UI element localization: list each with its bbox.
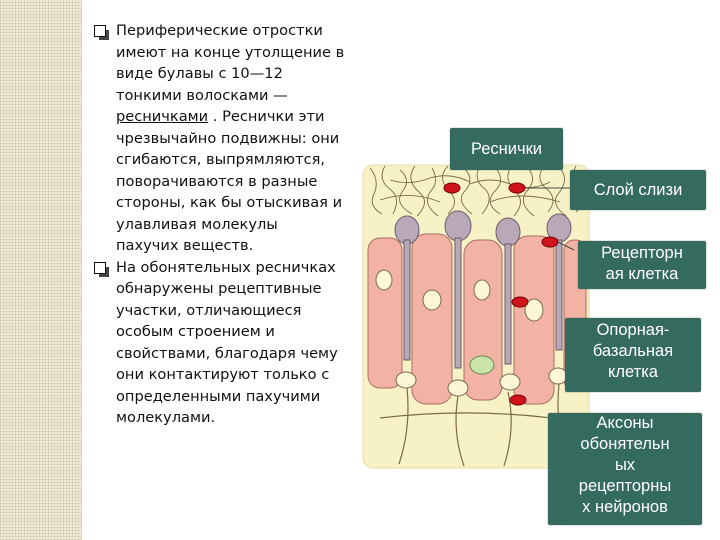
label-cilia: Реснички [450, 128, 563, 170]
label-text: рецепторны [578, 477, 672, 495]
text-line: молекулами. [116, 409, 216, 426]
cell-nuclei [375, 269, 568, 397]
label-text: ых [614, 456, 636, 474]
pointer-lines [525, 187, 575, 251]
label-basal-cell: Опорная- базальная клетка [565, 318, 701, 392]
label-receptor-cell: Рецепторн ая клетка [578, 241, 706, 289]
olfactory-epithelium-diagram [362, 164, 590, 469]
label-axons: Аксоны обонятельн ых рецепторны х нейрон… [548, 413, 702, 525]
text-line: ресничками . Реснички эти [116, 106, 360, 128]
text-fragment: . Реснички эти [208, 108, 325, 125]
checkbox-bullet-icon [94, 25, 109, 40]
label-text: клетка [608, 363, 658, 381]
text-line: обнаружены рецептивные [116, 280, 322, 297]
receptor-neurons [394, 210, 572, 369]
label-text: Аксоны [596, 414, 654, 432]
text-line: они контактируют только с [116, 366, 330, 383]
slide-text: Периферические отростки имеют на конце у… [92, 20, 360, 429]
text-line: имеют на конце утолщение в [116, 43, 345, 61]
underlined-term: ресничками [116, 108, 209, 125]
text-line: Периферические отростки [116, 22, 323, 39]
label-text: Слой слизи [593, 181, 683, 199]
bullet-item-1: Периферические отростки имеют на конце у… [92, 20, 360, 257]
label-text: ая клетка [605, 265, 679, 283]
label-text: обонятельн [580, 435, 670, 453]
label-text: Реснички [470, 140, 543, 158]
text-line: улавливая молекулы [116, 215, 278, 233]
label-text: базальная [592, 342, 674, 360]
label-mucus-layer: Слой слизи [570, 170, 706, 210]
bullet-item-2: На обонятельных ресничках обнаружены рец… [92, 257, 360, 429]
text-line: сгибаются, выпрямляются, [116, 151, 326, 168]
text-line: поворачиваются в разные [116, 172, 318, 190]
label-text: х нейронов [582, 498, 668, 516]
checkbox-bullet-icon [94, 261, 109, 277]
text-line: стороны, как бы отыскивая и [116, 194, 343, 211]
text-line: свойствами, благодаря чему [116, 344, 338, 362]
text-line: На обонятельных ресничках [116, 258, 336, 276]
text-line: чрезвычайно подвижны: они [116, 129, 340, 147]
label-text: Рецепторн [601, 244, 683, 262]
text-line: участки, отличающиеся [116, 301, 302, 319]
text-line: тонкими волосками — [116, 86, 288, 104]
text-line: особым строением и [116, 323, 275, 340]
basal-cell [469, 355, 495, 375]
text-line: виде булавы с 10—12 [116, 65, 283, 82]
label-text: Опорная- [596, 321, 670, 339]
decorative-stripe [0, 0, 82, 540]
text-line: пахучих веществ. [116, 237, 254, 254]
text-line: определенными пахучими [116, 387, 321, 405]
